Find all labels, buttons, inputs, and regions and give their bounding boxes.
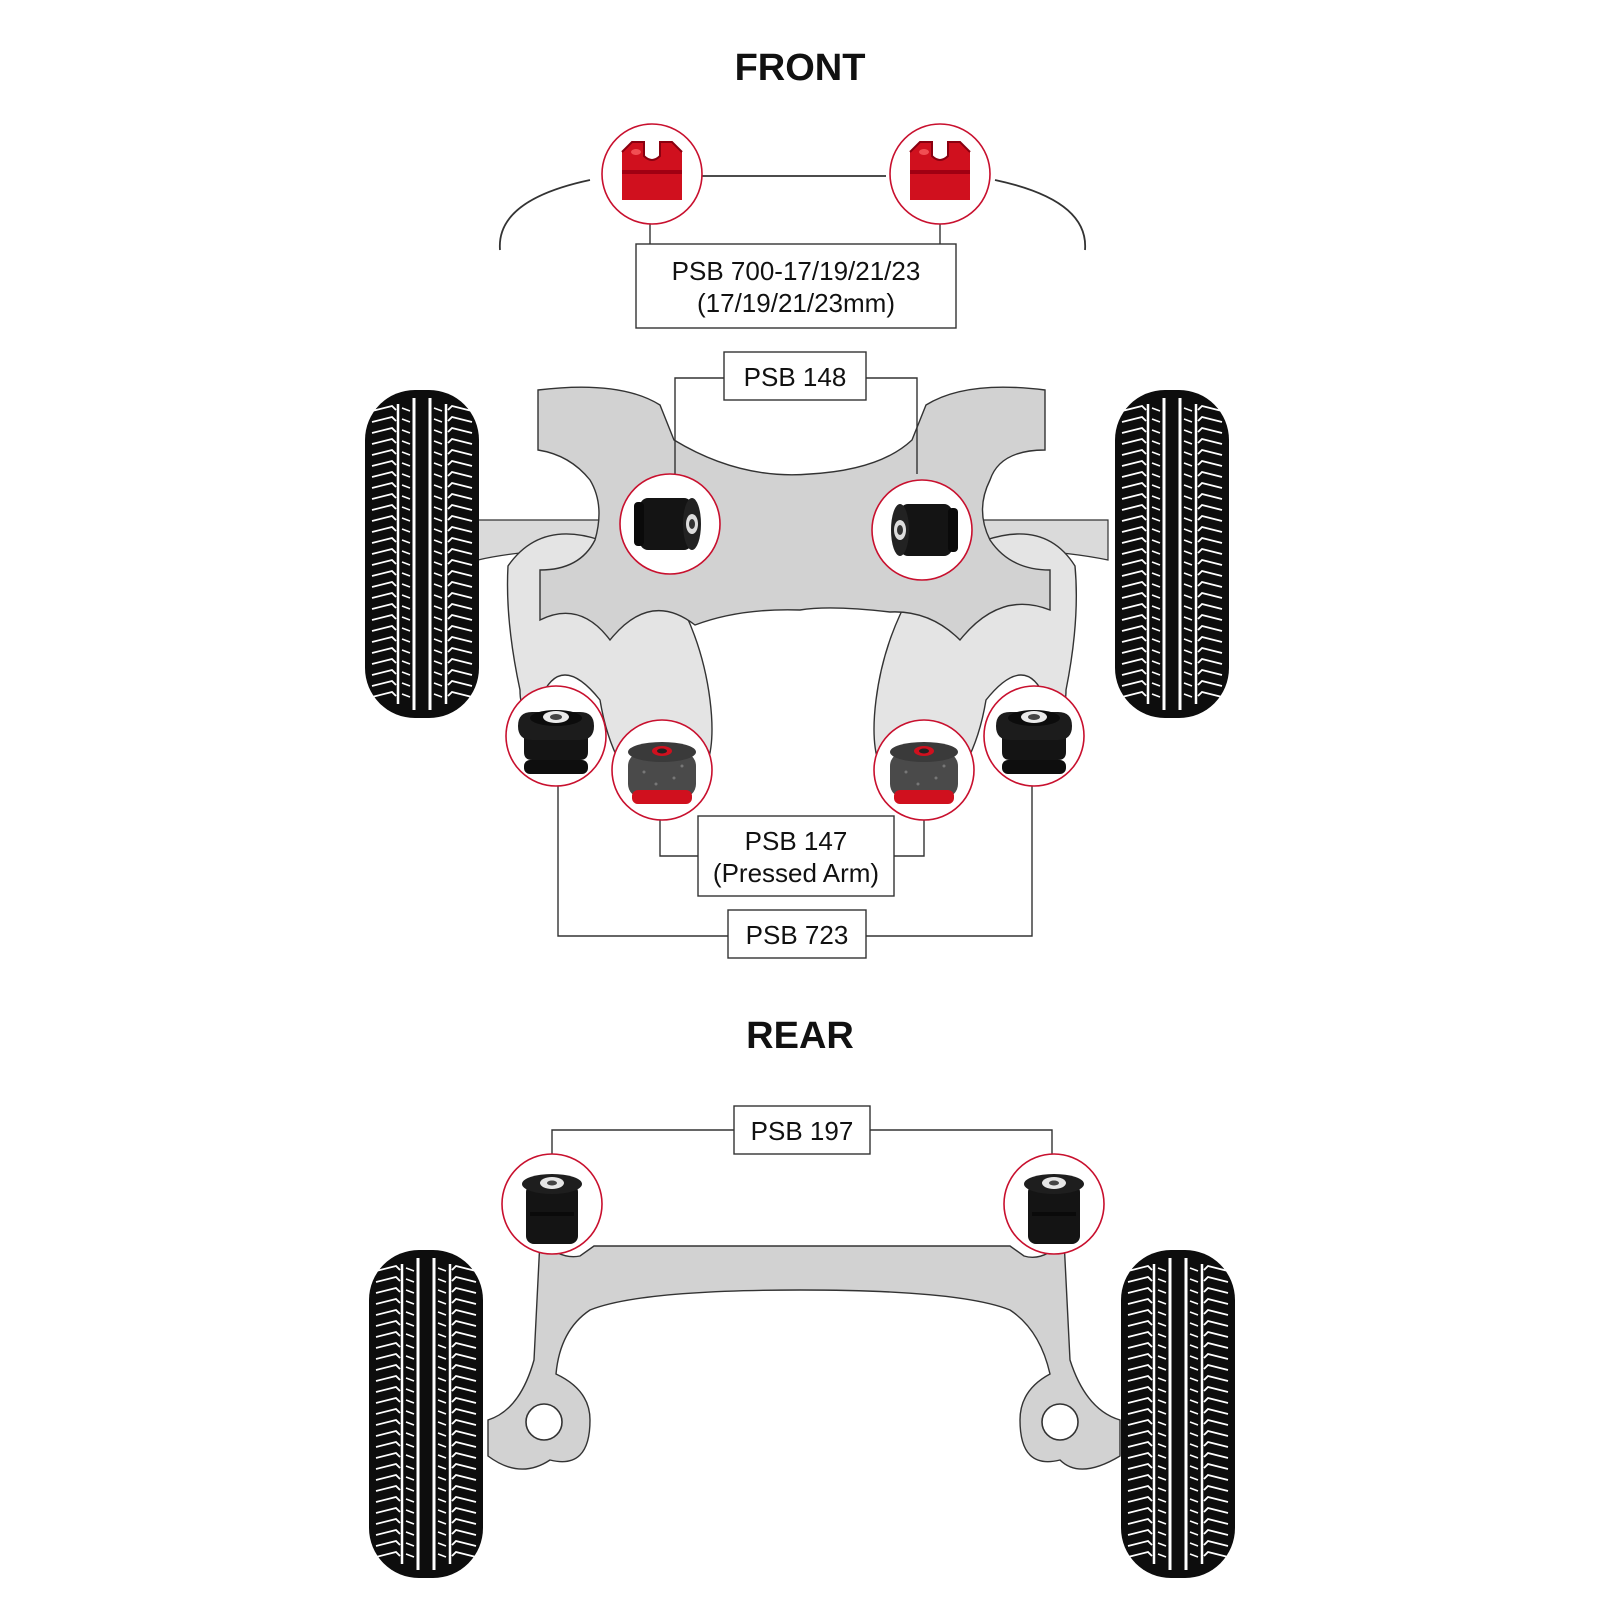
arm-front-bush-left bbox=[619, 473, 721, 575]
front-left-tyre-icon bbox=[363, 388, 481, 720]
arm-front-bush-right bbox=[871, 479, 973, 581]
arm-rear-pressed-bush-right bbox=[873, 719, 975, 821]
rear-left-tyre-icon bbox=[367, 1248, 485, 1580]
anti-roll-bar-sizes: (17/19/21/23mm) bbox=[697, 288, 895, 318]
beam-mount-bush-right bbox=[1003, 1153, 1105, 1255]
front-right-tyre-icon bbox=[1113, 388, 1231, 720]
rear-right-tyre-icon bbox=[1119, 1248, 1237, 1580]
anti-roll-bar-part-number: PSB 700-17/19/21/23 bbox=[672, 256, 921, 286]
arm-rear-pressed-label: PSB 147 (Pressed Arm) bbox=[659, 815, 925, 897]
anti-roll-bar-label: PSB 700-17/19/21/23 (17/19/21/23mm) bbox=[635, 222, 957, 329]
rear-section-title: REAR bbox=[746, 1015, 854, 1057]
beam-mount-label: PSB 197 bbox=[551, 1105, 1053, 1160]
arm-rear-pressed-note: (Pressed Arm) bbox=[713, 858, 879, 888]
beam-mount-bush-left bbox=[501, 1153, 603, 1255]
arm-rear-pressed-bush-left bbox=[611, 719, 713, 821]
arm-front-bush-part-number: PSB 148 bbox=[744, 362, 847, 392]
anti-roll-bar-bush-left bbox=[601, 123, 703, 225]
anti-roll-bar bbox=[499, 175, 1086, 251]
arm-rear-bush-part-number: PSB 723 bbox=[746, 920, 849, 950]
arm-rear-bush-right bbox=[983, 685, 1085, 787]
rear-beam bbox=[487, 1238, 1121, 1470]
front-section-title: FRONT bbox=[735, 47, 866, 89]
arm-rear-bush-left bbox=[505, 685, 607, 787]
anti-roll-bar-bush-right bbox=[889, 123, 991, 225]
arm-rear-bush-label: PSB 723 bbox=[557, 786, 1033, 959]
beam-mount-part-number: PSB 197 bbox=[751, 1116, 854, 1146]
arm-front-bush-label: PSB 148 bbox=[674, 351, 918, 474]
arm-rear-pressed-part-number: PSB 147 bbox=[745, 826, 848, 856]
